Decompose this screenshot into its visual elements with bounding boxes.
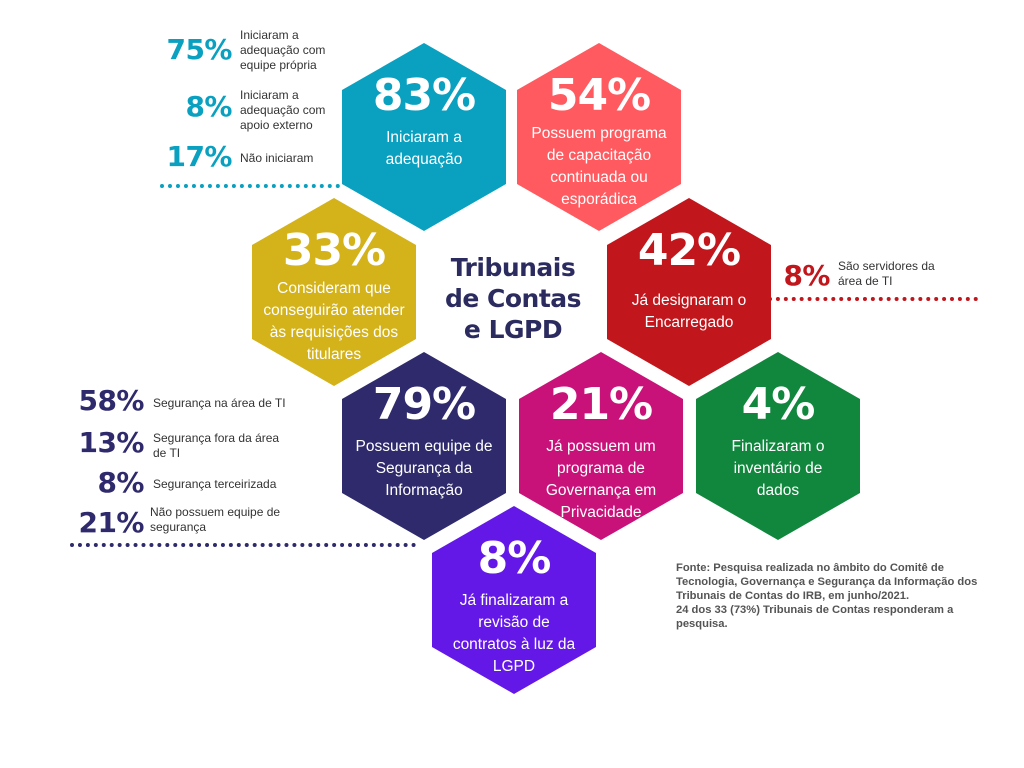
hex-capacitacao-label: Possuem programa de capacitação continua… [531,125,667,208]
hex-governanca-percent: 21% [549,379,653,430]
encarregado-stat-number: 8% [783,259,830,292]
hex-adequacao-percent: 83% [372,70,476,121]
seguranca-stat-terceirizada: 8% [50,467,144,503]
seguranca-stat-label: Segurança fora da área de TI [153,431,280,460]
seguranca-stat-number: 58% [78,384,144,417]
encarregado-stat: 8% [770,260,830,296]
hex-governanca-label: Já possuem um programa de Governança em … [545,438,657,521]
hex-capacitacao-percent: 54% [547,70,651,121]
hex-capacitacao: 54% Possuem programa de capacitação cont… [517,43,681,231]
hex-requisicoes: 33% Consideram que conseguirão atender à… [252,198,416,386]
adequacao-stat-apoio-externo: 8% [140,91,232,127]
hex-encarregado: 42% Já designaram o Encarregado [607,198,771,386]
hex-contratos-percent: 8% [477,533,552,584]
source-note: Fonte: Pesquisa realizada no âmbito do C… [676,562,978,630]
infographic-title: Tribunais de Contas e LGPD [444,253,582,344]
hex-seguranca: 79% Possuem equipe de Segurança da Infor… [342,352,506,540]
hex-adequacao-label: Iniciaram a adequação [385,129,463,168]
seguranca-stat-area-ti: 58% [50,385,144,421]
seguranca-stat-number: 13% [78,426,144,459]
seguranca-stat-label: Segurança na área de TI [153,396,286,410]
hex-governanca: 21% Já possuem um programa de Governança… [519,352,683,540]
adequacao-stat-nao-iniciaram: 17% [140,141,232,177]
adequacao-dotted-divider [160,184,340,188]
hex-contratos-label: Já finalizaram a revisão de contratos à … [452,592,576,675]
hex-seguranca-percent: 79% [372,379,476,430]
hex-inventario-label: Finalizaram o inventário de dados [731,438,825,499]
seguranca-stat-number: 8% [97,466,144,499]
hex-adequacao: 83% Iniciaram a adequação [342,43,506,231]
hex-requisicoes-percent: 33% [282,225,386,276]
hex-seguranca-label: Possuem equipe de Segurança da Informaçã… [355,438,493,499]
adequacao-stat-number: 75% [166,33,232,66]
encarregado-dotted-divider [768,297,978,301]
encarregado-stat-label: São servidores da área de TI [838,259,935,288]
hex-requisicoes-label: Consideram que conseguirão atender às re… [263,280,405,363]
seguranca-stat-label: Segurança terceirizada [153,477,277,491]
seguranca-stat-label: Não possuem equipe de segurança [150,505,281,534]
seguranca-dotted-divider [70,543,416,547]
seguranca-stat-fora-ti: 13% [50,427,144,463]
adequacao-stat-number: 8% [185,90,232,123]
hex-encarregado-percent: 42% [637,225,741,276]
hex-inventario-percent: 4% [741,379,816,430]
adequacao-stat-equipe-propria: 75% [140,34,232,70]
adequacao-stat-label: Iniciaram a adequação com equipe própria [240,28,326,72]
seguranca-stat-sem-equipe: 21% [50,507,144,543]
adequacao-stat-number: 17% [166,140,232,173]
hex-inventario: 4% Finalizaram o inventário de dados [696,352,860,540]
hex-encarregado-label: Já designaram o Encarregado [631,292,747,331]
adequacao-stat-label: Iniciaram a adequação com apoio externo [240,88,326,132]
seguranca-stat-number: 21% [78,506,144,539]
adequacao-stat-label: Não iniciaram [240,151,314,165]
hex-contratos: 8% Já finalizaram a revisão de contratos… [432,506,596,694]
